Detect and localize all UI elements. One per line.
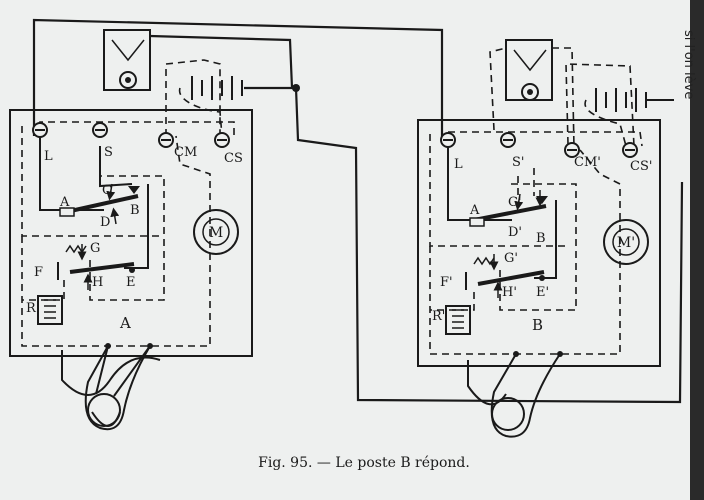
label-b-l: L [454,157,463,172]
station-a-bell [103,29,151,91]
label-b-f: F' [440,275,453,290]
label-b-s: S' [512,155,524,170]
label-a-e: E [126,275,136,290]
station-a: M L S CM CS A B C D G F H E R A [9,29,300,431]
station-b-motor [603,219,649,265]
label-b-cm: CM' [574,155,601,170]
label-b-g: G' [504,251,518,266]
label-b-cs: CS' [630,159,652,174]
label-b-contact-b: B [536,231,546,246]
label-a-r: R [26,301,37,316]
label-a-contact-c: C [102,183,112,198]
label-a-g: G [90,241,100,256]
label-b-contact-d: D' [508,225,522,240]
station-a-panel [9,109,253,357]
label-a-contact-b: B [130,203,140,218]
station-b-receiver [445,305,471,335]
station-b-battery [595,88,674,112]
station-a-lever [65,194,139,214]
station-b-lever [473,204,547,222]
label-b-e: E' [536,285,549,300]
station-b-panel [417,119,661,367]
page-edge [690,0,704,500]
label-b-r: R' [432,309,445,324]
label-b-contact-a: A [469,203,480,218]
station-a-motor-label: M [209,225,223,241]
station-b-motor-label: M' [617,235,635,251]
station-a-motor [193,209,239,255]
line-wires [32,18,684,404]
label-a-f: F [34,265,43,280]
station-a-name: A [119,314,131,332]
label-a-contact-d: D [100,215,110,230]
station-a-battery [191,76,243,100]
label-a-cm: CM [174,145,197,160]
station-a-hook [69,262,135,274]
station-a-bell-dome [119,71,137,89]
label-a-s: S [104,145,113,160]
station-a-receiver [37,295,63,325]
station-b-hook [477,270,545,286]
label-a-contact-a: A [59,195,70,210]
label-b-h: H' [502,285,517,300]
figure-caption: Fig. 95. — Le poste B répond. [258,455,470,471]
label-a-cs: CS [224,151,243,166]
margin-text: si l'on lève [681,30,696,99]
label-a-h: H [92,275,103,290]
station-b-name: B [532,316,543,334]
label-b-contact-c: C' [508,195,522,210]
label-a-l: L [44,149,53,164]
station-b: M' L S' CM' CS' A B C' D' G' F' H' E' R'… [417,39,674,438]
